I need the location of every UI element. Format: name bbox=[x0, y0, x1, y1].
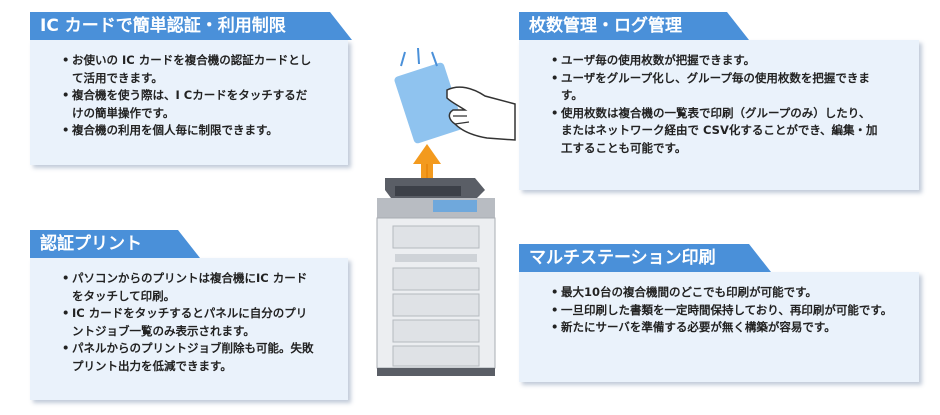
copier-machine-icon bbox=[376, 178, 496, 376]
list-item: IC カードをタッチするとパネルに自分のプリントジョブ一覧のみ表示されます。 bbox=[62, 305, 317, 340]
multi-station-panel-title: マルチステーション印刷 bbox=[519, 244, 771, 272]
list-item: お使いの IC カードを複合機の認証カードとして活用できます。 bbox=[62, 52, 312, 87]
list-item: 使用枚数は複合機の一覧表で印刷（グループのみ）したり、またはネットワーク経由で … bbox=[551, 105, 881, 158]
list-item: 一旦印刷した書類を一定時間保持しており、再印刷が可能です。 bbox=[551, 302, 901, 320]
list-item: 最大10台の複合機間のどこでも印刷が可能です。 bbox=[551, 284, 901, 302]
ic-card-icon bbox=[394, 47, 464, 144]
ic-card-panel-title: IC カードで簡単認証・利用制限 bbox=[30, 12, 352, 40]
list-item: パソコンからのプリントは複合機にIC カードをタッチして印刷。 bbox=[62, 270, 317, 305]
hand-icon bbox=[446, 86, 516, 141]
auth-print-panel-title: 認証プリント bbox=[30, 230, 200, 258]
ic-card-panel: IC カードで簡単認証・利用制限 お使いの IC カードを複合機の認証カードとし… bbox=[30, 12, 352, 165]
multi-station-panel: マルチステーション印刷 最大10台の複合機間のどこでも印刷が可能です。 一旦印刷… bbox=[519, 244, 919, 382]
ic-card-feature-list: お使いの IC カードを複合機の認証カードとして活用できます。 複合機を使う際は… bbox=[62, 52, 334, 140]
count-log-panel: 枚数管理・ログ管理 ユーザ毎の使用枚数が把握できます。 ユーザをグループ化し、グ… bbox=[519, 12, 919, 190]
list-item: 複合機を使う際は、I Cカードをタッチするだけの簡単操作です。 bbox=[62, 87, 312, 122]
copier-illustration bbox=[376, 47, 516, 376]
count-log-feature-list: ユーザ毎の使用枚数が把握できます。 ユーザをグループ化し、グループ毎の使用枚数を… bbox=[551, 52, 905, 157]
auth-print-panel: 認証プリント パソコンからのプリントは複合機にIC カードをタッチして印刷。 I… bbox=[30, 230, 348, 400]
auth-print-feature-list: パソコンからのプリントは複合機にIC カードをタッチして印刷。 IC カードをタ… bbox=[62, 270, 334, 375]
list-item: 新たにサーバを準備する必要が無く構築が容易です。 bbox=[551, 319, 901, 337]
list-item: ユーザ毎の使用枚数が把握できます。 bbox=[551, 52, 881, 70]
list-item: ユーザをグループ化し、グループ毎の使用枚数を把握できます。 bbox=[551, 70, 881, 105]
list-item: 複合機の利用を個人毎に制限できます。 bbox=[62, 122, 332, 140]
count-log-panel-title: 枚数管理・ログ管理 bbox=[519, 12, 749, 40]
list-item: パネルからのプリントジョブ削除も可能。失敗プリント出力を低減できます。 bbox=[62, 340, 317, 375]
multi-station-feature-list: 最大10台の複合機間のどこでも印刷が可能です。 一旦印刷した書類を一定時間保持し… bbox=[551, 284, 905, 337]
